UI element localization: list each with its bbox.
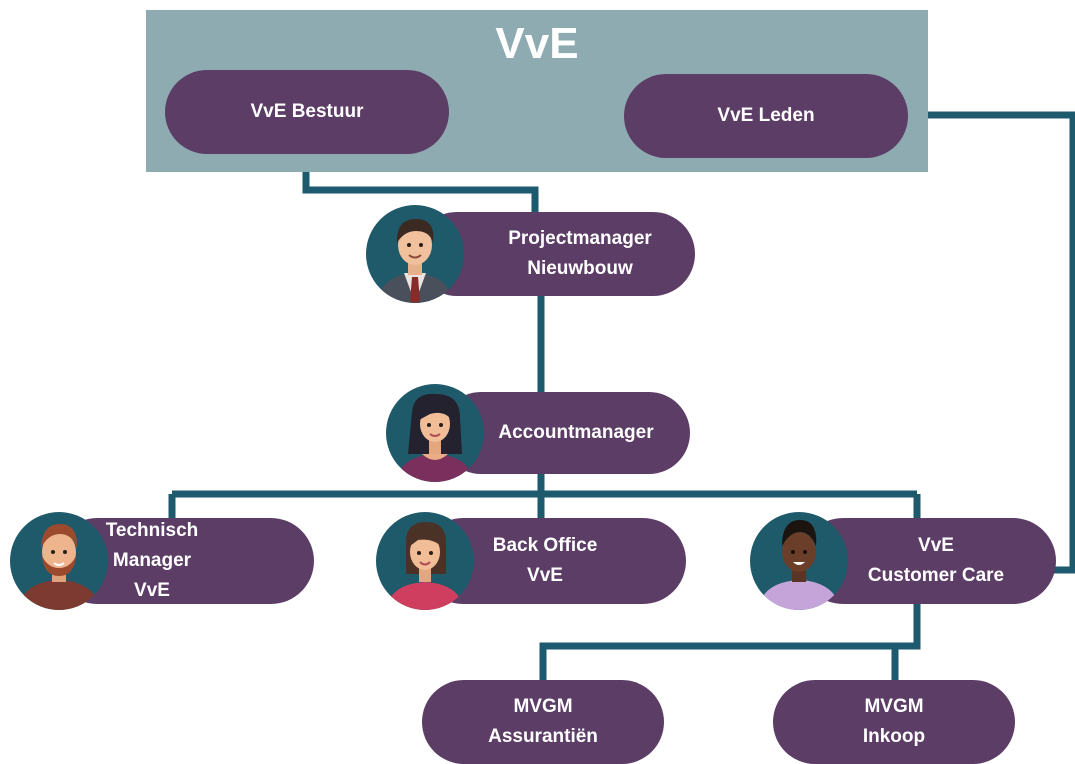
connector-leden-customer-care (905, 111, 1075, 574)
node-label-line: VvE (918, 535, 954, 556)
node-label-line: Technisch (105, 520, 199, 541)
node-label-line: VvE Bestuur (250, 101, 364, 122)
node-vve-bestuur: VvE Bestuur (165, 70, 449, 154)
vve-group-title: VvE (495, 19, 579, 68)
connector-customer-care-mvgm (539, 602, 921, 680)
node-mvgm-inkoop: MVGM Inkoop (773, 680, 1015, 764)
node-label-line: MVGM (513, 696, 573, 717)
node-vve-leden: VvE Leden (624, 74, 908, 158)
node-label-line: Manager (112, 550, 192, 571)
node-mvgm-assurantien: MVGM Assurantiën (422, 680, 664, 764)
woman-dark-hair-avatar (386, 384, 484, 482)
node-label-line: Assurantiën (488, 726, 598, 747)
node-label-line: Projectmanager (508, 228, 652, 249)
node-label-line: VvE Leden (717, 105, 815, 126)
man-with-tie-avatar (366, 205, 464, 303)
node-label-line: VvE (134, 580, 170, 601)
node-label-line: Inkoop (862, 726, 926, 747)
node-label-line: Back Office (492, 535, 598, 556)
node-label-line: Nieuwbouw (527, 258, 633, 279)
bearded-man-avatar (10, 512, 108, 610)
node-label-line: Accountmanager (498, 422, 654, 443)
man-lilac-shirt-avatar (750, 512, 848, 610)
node-label-line: MVGM (864, 696, 924, 717)
woman-pink-shirt-avatar (376, 512, 474, 610)
node-label-line: VvE (527, 565, 563, 586)
node-label-line: Customer Care (867, 565, 1005, 586)
